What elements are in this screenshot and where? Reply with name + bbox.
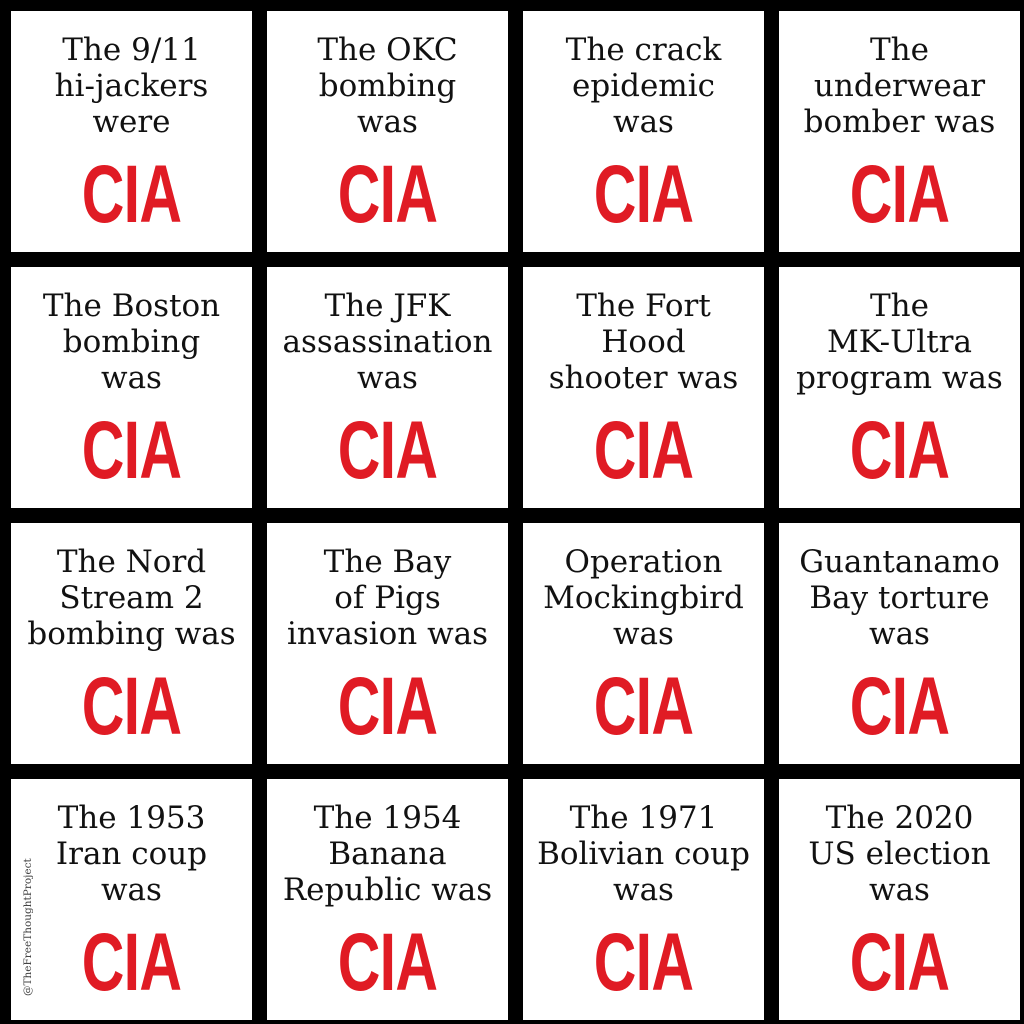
cia-label: CIA [849,405,950,496]
tile-1954-banana-republic: The 1954 Banana Republic was CIA [267,779,508,1020]
cia-label: CIA [337,917,438,1008]
tile-fort-hood-shooter: The Fort Hood shooter was CIA [523,267,764,508]
tile-nord-stream-2: The Nord Stream 2 bombing was CIA [11,523,252,764]
tile-caption: The MK-Ultra program was [796,288,1003,396]
cia-label: CIA [337,661,438,752]
cia-label: CIA [849,149,950,240]
watermark-handle: @TheFreeThoughtProject [22,858,34,996]
tile-2020-us-election: The 2020 US election was CIA [779,779,1020,1020]
tile-mk-ultra: The MK-Ultra program was CIA [779,267,1020,508]
cia-label: CIA [81,149,182,240]
tile-caption: The 1971 Bolivian coup was [537,800,750,908]
tile-caption: Operation Mockingbird was [543,544,744,652]
tile-caption: The JFK assassination was [282,288,493,396]
tile-1971-bolivian-coup: The 1971 Bolivian coup was CIA [523,779,764,1020]
cia-label: CIA [337,405,438,496]
tile-caption: The Nord Stream 2 bombing was [27,544,236,652]
tile-boston-bombing: The Boston bombing was CIA [11,267,252,508]
tile-operation-mockingbird: Operation Mockingbird was CIA [523,523,764,764]
tile-underwear-bomber: The underwear bomber was CIA [779,11,1020,252]
tile-caption: The 1953 Iran coup was [55,800,208,908]
tile-bay-of-pigs: The Bay of Pigs invasion was CIA [267,523,508,764]
tile-caption: The OKC bombing was [317,32,458,140]
cia-label: CIA [81,917,182,1008]
cia-label: CIA [593,405,694,496]
tile-okc-bombing: The OKC bombing was CIA [267,11,508,252]
tile-9-11-hijackers: The 9/11 hi-jackers were CIA [11,11,252,252]
tile-caption: The 9/11 hi-jackers were [54,32,209,140]
tile-caption: The Fort Hood shooter was [548,288,739,396]
cia-label: CIA [593,661,694,752]
tile-caption: The Boston bombing was [42,288,221,396]
cia-label: CIA [593,917,694,1008]
tile-caption: The crack epidemic was [565,32,722,140]
tile-crack-epidemic: The crack epidemic was CIA [523,11,764,252]
tile-caption: The Bay of Pigs invasion was [286,544,489,652]
tile-1953-iran-coup: The 1953 Iran coup was CIA [11,779,252,1020]
tile-caption: The underwear bomber was [803,32,996,140]
cia-label: CIA [849,917,950,1008]
tile-jfk-assassination: The JFK assassination was CIA [267,267,508,508]
tile-caption: The 1954 Banana Republic was [282,800,493,908]
tile-caption: The 2020 US election was [808,800,991,908]
tile-guantanamo-torture: Guantanamo Bay torture was CIA [779,523,1020,764]
cia-label: CIA [81,405,182,496]
tile-caption: Guantanamo Bay torture was [799,544,1000,652]
cia-label: CIA [81,661,182,752]
cia-label: CIA [593,149,694,240]
cia-label: CIA [337,149,438,240]
cia-label: CIA [849,661,950,752]
